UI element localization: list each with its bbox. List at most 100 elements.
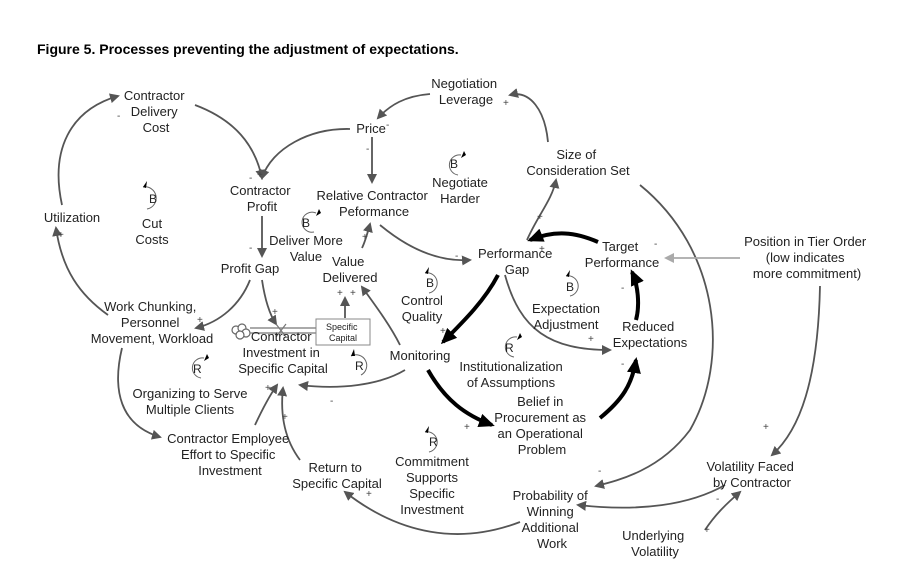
- polarity-signs: - - + + - - + + - + + + + + - + - + + - …: [58, 98, 769, 536]
- svg-text:-: -: [716, 494, 719, 505]
- svg-text:-: -: [117, 111, 120, 122]
- link-value-to-relative-performance: [361, 222, 373, 249]
- link-profitgap-to-workchunk: [194, 279, 251, 331]
- var-target-performance: Target Performance: [585, 239, 659, 270]
- svg-text:Specific Capital: Specific Capital: [326, 322, 360, 343]
- link-price-to-profit: [259, 128, 351, 180]
- svg-text:-: -: [654, 239, 657, 250]
- svg-text:-: -: [621, 359, 624, 370]
- link-leverage-to-price: [376, 93, 431, 120]
- svg-text:B: B: [302, 216, 310, 230]
- svg-text:-: -: [330, 396, 333, 407]
- var-contractor-profit: Contractor Profit: [230, 183, 294, 214]
- svg-text:-: -: [249, 173, 252, 184]
- svg-text:+: +: [464, 422, 470, 433]
- loop-investment: R: [350, 349, 368, 376]
- link-perfgap-to-monitoring: [440, 274, 500, 345]
- var-work-chunking: Work Chunking, Personnel Movement, Workl…: [91, 299, 214, 346]
- link-monitoring-to-investment: [298, 369, 406, 391]
- svg-text:+: +: [366, 489, 372, 500]
- svg-text:+: +: [272, 307, 278, 318]
- link-utilization-to-delivery-cost: [57, 93, 120, 206]
- svg-text:B: B: [149, 192, 157, 206]
- variables: Contractor Delivery Cost Utilization Pri…: [44, 76, 870, 559]
- var-belief-in-procurement: Belief in Procurement as an Operational …: [494, 394, 589, 457]
- var-performance-gap: Performance Gap: [478, 246, 556, 277]
- svg-text:+: +: [704, 525, 710, 536]
- link-profitgap-to-investment: [261, 279, 278, 326]
- svg-text:-: -: [366, 144, 369, 155]
- svg-text:+: +: [763, 422, 769, 433]
- loop-arrow-icon: [191, 357, 205, 379]
- link-employee-effort-to-investment: [254, 383, 279, 426]
- link-delivery-cost-to-profit: [194, 104, 266, 180]
- var-size-of-consideration-set: Size of Consideration Set: [526, 147, 630, 178]
- valve-icon: [275, 323, 287, 338]
- svg-text:+: +: [539, 244, 545, 255]
- link-monitoring-to-value: [360, 285, 401, 346]
- svg-text:R: R: [429, 435, 438, 449]
- causal-links: [52, 88, 821, 535]
- svg-text:-: -: [598, 466, 601, 477]
- loop-arrow-icon: [504, 336, 518, 358]
- link-belief-to-reduced-expectations: [598, 357, 641, 420]
- svg-text:+: +: [537, 212, 543, 223]
- link-perfgap-to-considerationset: [526, 178, 560, 241]
- link-underlying-to-volatility: [704, 490, 742, 531]
- loop-arrow-icon: [301, 211, 317, 233]
- specific-capital-line-1: Specific: [326, 322, 358, 332]
- svg-text:+: +: [257, 170, 263, 181]
- link-volatility-to-winning: [576, 484, 726, 511]
- svg-text:+: +: [337, 288, 343, 299]
- var-profit-gap: Profit Gap: [221, 261, 280, 276]
- link-workchunk-to-employee-effort: [117, 347, 162, 440]
- link-relative-performance-to-perfgap: [379, 224, 472, 266]
- svg-text:+: +: [362, 232, 368, 243]
- var-value-delivered: Value Delivered: [323, 254, 378, 285]
- specific-capital-line-2: Capital: [329, 333, 357, 343]
- var-underlying-volatility: Underlying Volatility: [622, 528, 688, 559]
- var-contractor-investment: Contractor Investment in Specific Capita…: [238, 329, 328, 376]
- link-winning-to-return: [343, 490, 521, 535]
- var-negotiation-leverage: Negotiation Leverage: [431, 76, 500, 107]
- var-relative-contractor-performance: Relative Contractor Peformance: [317, 188, 432, 219]
- var-price: Price: [356, 121, 386, 136]
- svg-text:-: -: [621, 283, 624, 294]
- link-workchunk-to-utilization: [52, 226, 109, 316]
- var-position-in-tier-order: Position in Tier Order (low indicates mo…: [744, 234, 870, 281]
- loop-arrow-icon: [424, 431, 438, 453]
- var-contractor-delivery-cost: Contractor Delivery Cost: [124, 88, 188, 135]
- var-contractor-employee-effort: Contractor Employee Effort to Specific I…: [167, 431, 293, 478]
- figure-title: Figure 5. Processes preventing the adjus…: [37, 41, 459, 57]
- link-target-to-perfgap: [527, 228, 599, 244]
- svg-text:+: +: [503, 98, 509, 109]
- cloud-icon: [231, 323, 251, 340]
- var-probability-of-winning: Probability of Winning Additional Work: [513, 488, 592, 551]
- loop-arrow-icon: [565, 275, 579, 297]
- loop-arrow-icon: [142, 186, 157, 210]
- var-reduced-expectations: Reduced Expectations: [613, 319, 688, 350]
- var-return-to-specific-capital: Return to Specific Capital: [292, 460, 382, 491]
- svg-text:+: +: [58, 230, 64, 241]
- loop-arrow-icon: [448, 154, 462, 176]
- svg-text:-: -: [455, 251, 458, 262]
- svg-text:+: +: [197, 315, 203, 326]
- svg-text:R: R: [355, 359, 364, 373]
- svg-text:R: R: [193, 362, 202, 376]
- svg-text:B: B: [450, 157, 458, 171]
